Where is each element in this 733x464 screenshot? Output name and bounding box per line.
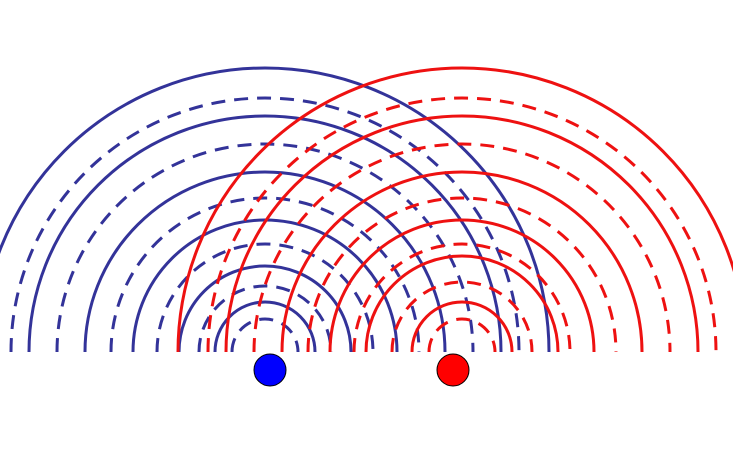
right-source-dashed-wavefront-6 — [206, 96, 718, 353]
left-source-dashed-wavefront-4 — [109, 196, 421, 353]
left-source-solid-wavefront-4 — [83, 170, 447, 353]
right-source-solid-wavefront-3 — [328, 218, 596, 353]
left-source-dashed-wavefront-2 — [197, 284, 333, 353]
left-source-solid-wavefront-5 — [27, 114, 503, 353]
right-source-dashed-wavefront-4 — [306, 196, 618, 353]
right-wavefronts — [176, 66, 733, 353]
right-source-solid-wavefront-2 — [364, 254, 560, 353]
left-source-dashed-wavefront-6 — [9, 96, 521, 353]
left-source-dashed-wavefront-5 — [55, 142, 475, 353]
right-source-dashed-wavefront-5 — [252, 142, 672, 353]
left-source-solid-wavefront-2 — [177, 264, 353, 353]
left-source-dashed-wavefront-1 — [230, 317, 300, 353]
right-source-solid-wavefront-4 — [280, 170, 644, 353]
left-source-solid-wavefront-6 — [0, 66, 551, 353]
right-source-solid-wavefront-6 — [176, 66, 733, 353]
left-source-dashed-wavefront-3 — [155, 242, 375, 353]
right-source-dashed-wavefront-2 — [390, 280, 534, 353]
left-source-dot — [253, 353, 287, 387]
right-source-solid-wavefront-1 — [410, 300, 514, 353]
right-source-dot — [436, 353, 470, 387]
right-source-dashed-wavefront-3 — [352, 242, 572, 353]
right-source-solid-wavefront-5 — [224, 114, 700, 353]
right-source-dashed-wavefront-1 — [427, 317, 497, 353]
left-source-solid-wavefront-1 — [213, 300, 317, 353]
